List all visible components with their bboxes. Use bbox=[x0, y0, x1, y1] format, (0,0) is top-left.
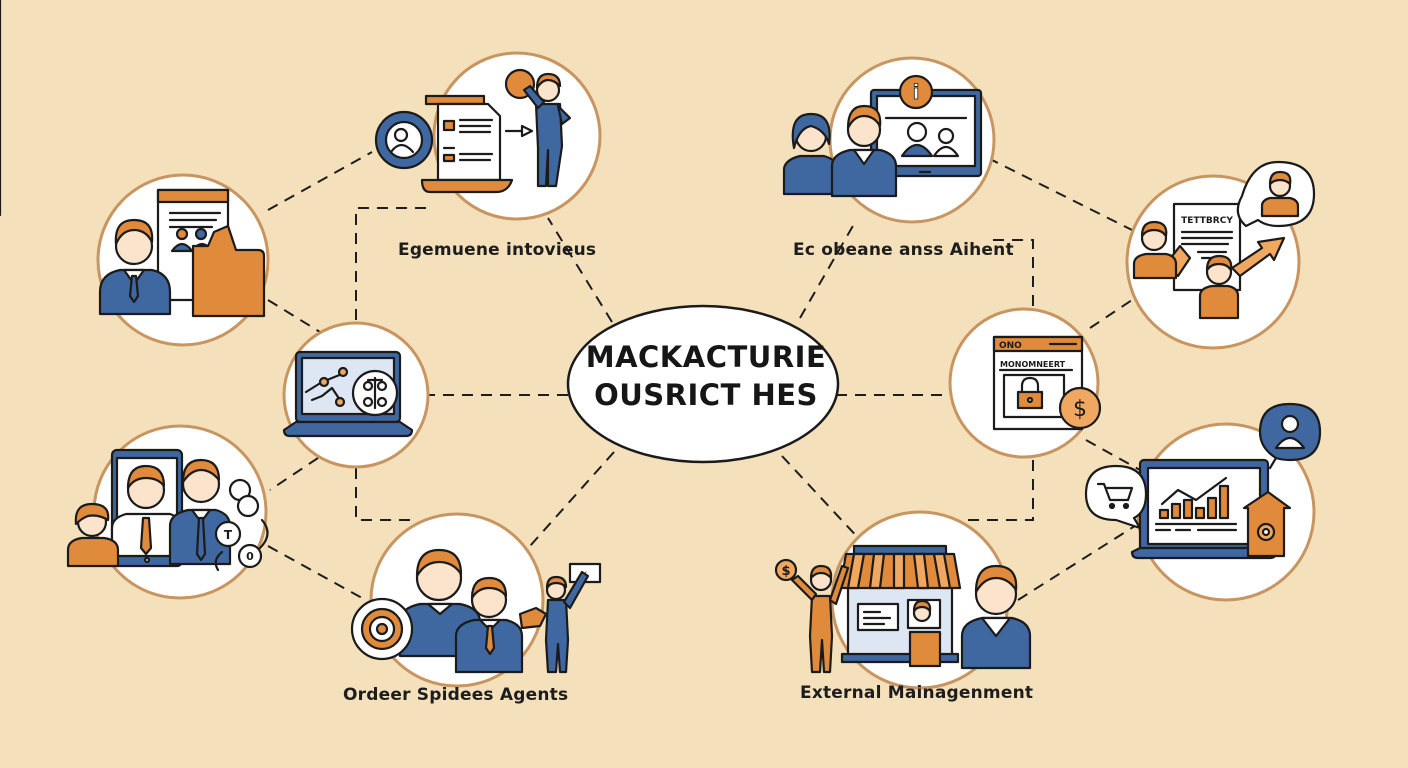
man-icon bbox=[830, 104, 898, 198]
connector-center-to-top-right-node bbox=[799, 223, 855, 319]
node-document-handoff[interactable] bbox=[374, 51, 602, 221]
shop-awning-icon bbox=[838, 544, 962, 664]
shopping-cart-bubble-icon bbox=[1084, 464, 1148, 530]
svg-text:T: T bbox=[224, 528, 233, 542]
connector-analytics-to-team bbox=[269, 457, 319, 491]
woman-icon bbox=[66, 502, 120, 568]
laptop-bar-chart-icon bbox=[1130, 458, 1278, 560]
connector-bracket-right-bottom bbox=[968, 460, 1034, 521]
node-document-sharing[interactable]: TETTBRCY bbox=[1125, 160, 1316, 350]
shopkeeper-icon bbox=[906, 598, 942, 668]
connector-center-to-bottom-right bbox=[781, 455, 863, 543]
gear-badge-icon bbox=[350, 597, 414, 661]
line-chart-icon bbox=[304, 366, 349, 408]
connector-payment-to-dashboard bbox=[1085, 439, 1141, 471]
node-secure-payment[interactable]: ONO MONOMNEERT $ bbox=[948, 307, 1102, 459]
contacts-icon bbox=[884, 116, 968, 158]
two-businessmen-icon bbox=[398, 548, 524, 674]
window-heading-label: MONOMNEERT bbox=[1000, 360, 1066, 369]
node-information-screen[interactable]: i bbox=[782, 56, 996, 224]
anchor-badge-icon bbox=[351, 369, 399, 417]
padlock-icon bbox=[1016, 376, 1044, 410]
center-hub-title: MACKACTURIE OUSRICT HES bbox=[575, 338, 837, 414]
man-in-suit-icon bbox=[98, 218, 172, 316]
label-bottom-right: External Mainagenment bbox=[800, 683, 1034, 703]
box-with-gear-icon bbox=[1242, 490, 1292, 558]
svg-text:i: i bbox=[913, 80, 920, 104]
person-icon bbox=[1132, 220, 1240, 320]
connector-bracket-left-top bbox=[355, 207, 434, 320]
connector-profile-to-analytics bbox=[267, 299, 321, 333]
connector-center-to-top-left-node bbox=[547, 217, 613, 323]
node-storefront[interactable]: $ bbox=[774, 510, 1032, 690]
man-with-tie-icon bbox=[110, 464, 184, 558]
svg-text:$: $ bbox=[1073, 397, 1087, 422]
svg-text:0: 0 bbox=[246, 550, 254, 563]
window-tab-label: ONO bbox=[999, 341, 1022, 351]
connector-store-to-dashboard bbox=[1017, 523, 1139, 601]
user-search-badge-icon bbox=[374, 110, 434, 170]
connector-center-to-bottom-left bbox=[529, 451, 615, 547]
document-with-lock-icon bbox=[420, 94, 514, 194]
connector-info-to-sharing bbox=[987, 157, 1137, 233]
svg-text:$: $ bbox=[781, 564, 790, 579]
connector-lines bbox=[267, 151, 1141, 601]
center-hub-ellipse bbox=[566, 304, 840, 464]
connector-team-to-agents bbox=[267, 545, 363, 599]
label-bottom-left: Ordeer Spidees Agents bbox=[343, 685, 569, 705]
woman-icon bbox=[782, 112, 840, 196]
label-top-left: Egemuene intovieus bbox=[398, 240, 597, 260]
businessman-icon bbox=[168, 458, 232, 566]
person-speech-bubble-icon bbox=[1236, 160, 1316, 228]
connector-payment-to-sharing bbox=[1089, 299, 1133, 329]
node-employee-profile[interactable] bbox=[0, 0, 270, 347]
info-badge-icon: i bbox=[898, 74, 934, 110]
orange-hand-card-icon bbox=[191, 224, 266, 318]
label-top-right: Ec obeane anss Aihent bbox=[793, 240, 1014, 260]
user-bubble-icon bbox=[1258, 402, 1322, 470]
arrow-icon bbox=[504, 124, 534, 138]
node-sales-dashboard[interactable] bbox=[1084, 402, 1322, 602]
coins-icon: T 0 bbox=[214, 478, 269, 572]
center-title-line-1: MACKACTURIE bbox=[585, 340, 827, 374]
connector-profile-to-docs bbox=[267, 151, 373, 211]
connector-bracket-right-top bbox=[988, 239, 1034, 306]
document-title: TETTBRCY bbox=[1181, 216, 1233, 226]
man-holding-sign-icon: % bbox=[518, 562, 602, 674]
man-holding-coin-icon bbox=[504, 68, 572, 188]
dollar-coin-icon: $ bbox=[1058, 386, 1102, 430]
node-analytics-laptop[interactable] bbox=[282, 321, 430, 469]
center-title-line-2: OUSRICT HES bbox=[594, 378, 818, 412]
node-agents-team[interactable]: % bbox=[350, 512, 602, 688]
customer-icon bbox=[960, 564, 1032, 670]
connector-bracket-left-bottom bbox=[355, 468, 412, 521]
node-team-coins[interactable]: T 0 bbox=[66, 424, 269, 600]
man-with-dollar-icon: $ bbox=[774, 558, 850, 674]
